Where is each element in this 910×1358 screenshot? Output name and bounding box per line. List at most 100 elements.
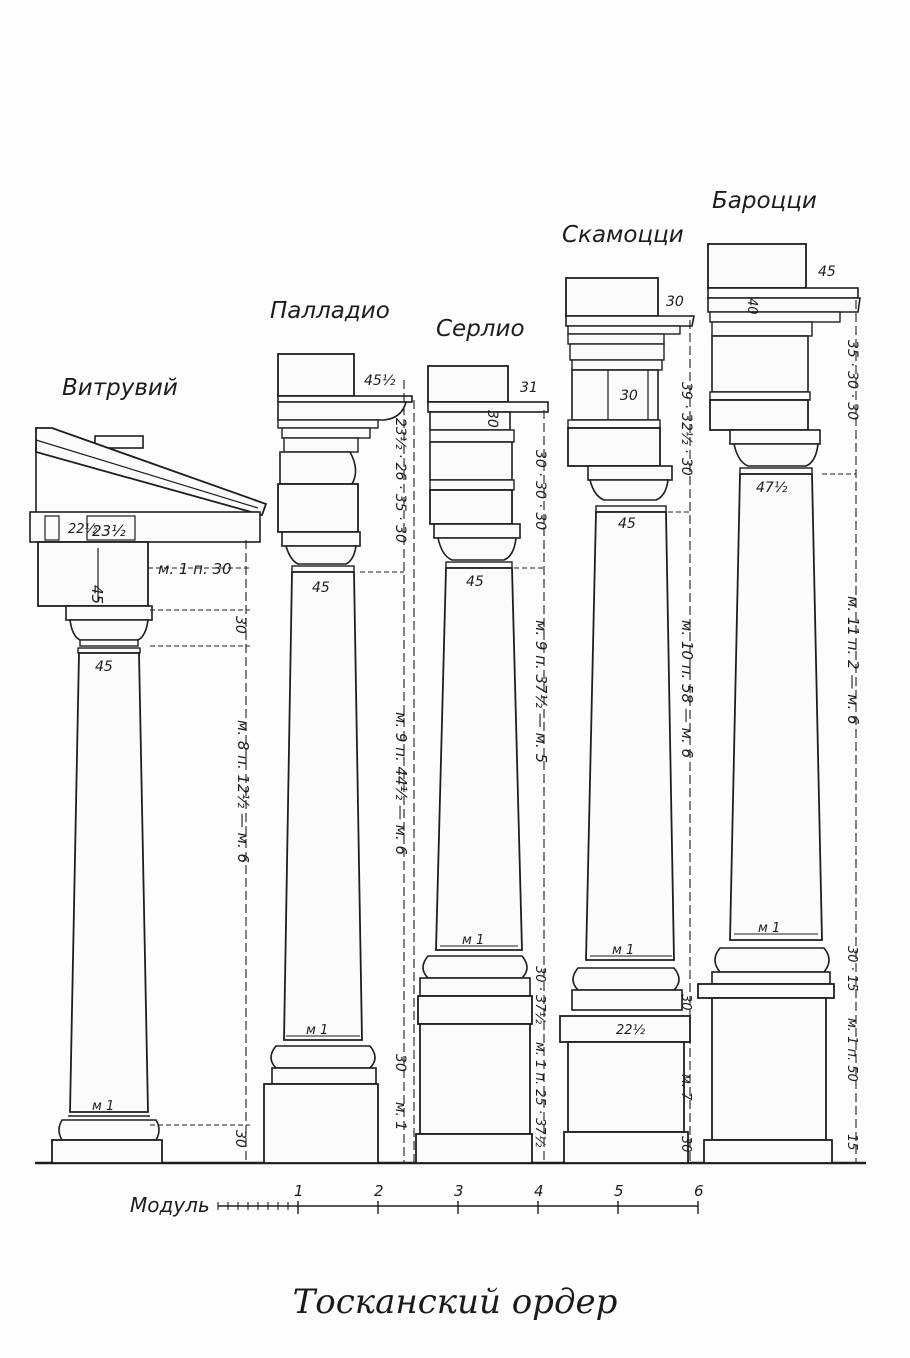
vitruvius-abacus — [65, 605, 153, 621]
vitruvius-dim-entablature-module: м. 1 п. 30 — [158, 560, 232, 578]
serlio-pedestal — [419, 1023, 531, 1135]
barozzi-cornice-block — [707, 243, 807, 289]
serlio-cornice-block — [427, 365, 509, 403]
scamozzi-dim-base: 30 — [678, 994, 693, 1011]
scamozzi-dim-height: м. 10 п. 58 — м. 6 — [678, 620, 696, 758]
vitruvius-mutules — [29, 511, 261, 543]
scamozzi-frieze — [571, 369, 659, 421]
scale-label: Модуль — [130, 1193, 210, 1217]
palladio-dim-base: 30 — [392, 1054, 408, 1072]
vitruvius-dim-entablature: 45 — [88, 585, 106, 604]
serlio-dim-height: м. 9 п. 37½ — м. 5 — [532, 620, 550, 763]
palladio-dim-entablature: 23½ · 26 · 35 · 30 — [392, 418, 408, 543]
serlio-dim-pedestal: м. 1 п. 25 · 37½ — [532, 1042, 547, 1148]
barozzi-frieze — [711, 335, 809, 393]
serlio-dim-entablature: 30 · 30 · 30 — [532, 450, 548, 530]
author-label-scamozzi: Скамоцци — [562, 222, 684, 248]
scamozzi-dim-entablature: 39 · 32½ · 30 — [678, 382, 694, 476]
scamozzi-dim-pedestal-base: 30 — [678, 1136, 693, 1153]
scale-number: 5 — [614, 1182, 624, 1200]
scale-number: 6 — [694, 1182, 704, 1200]
barozzi-dim-pedestal: м. 1 п. 50 — [844, 1018, 859, 1082]
barozzi-dim-shaft-bottom: м 1 — [758, 921, 780, 936]
serlio-architrave — [429, 489, 513, 525]
barozzi-pedestal — [711, 997, 827, 1141]
scale-number: 1 — [294, 1182, 304, 1200]
scamozzi-cornice — [565, 315, 695, 327]
vitruvius-shaft — [69, 652, 149, 1113]
palladio-dim-pedestal: м. 1 — [392, 1102, 408, 1130]
palladio-dim-height: м. 9 п. 44½ — м. 6 — [392, 712, 410, 855]
column-barozzi: Бароцци 45 40 35 · 30 · 30 47½ м. 11 п. … — [697, 188, 862, 1164]
serlio-torus — [422, 955, 528, 979]
palladio-shaft — [283, 571, 363, 1041]
vitruvius-dim-abacus-b: 23½ — [92, 522, 126, 540]
module-scale: Модуль 1 2 3 4 5 6 — [130, 1182, 704, 1217]
serlio-dim-shaft-bottom: м 1 — [462, 933, 484, 948]
palladio-frieze — [279, 451, 357, 485]
vitruvius-plinth — [51, 1139, 163, 1164]
barozzi-dim-cornice-b: 40 — [744, 298, 759, 315]
scamozzi-shaft — [585, 511, 675, 961]
palladio-torus — [270, 1045, 376, 1069]
barozzi-abacus — [729, 429, 821, 445]
serlio-shaft — [435, 567, 523, 951]
column-scamozzi: Скамоцци 30 30 39 · 32½ · 30 45 м. 10 п.… — [559, 222, 696, 1164]
palladio-dim-cornice: 45½ — [364, 373, 396, 389]
scale-number: 3 — [454, 1182, 464, 1200]
scamozzi-dim-base-plinth: 22½ — [616, 1023, 646, 1038]
barozzi-dim-height: м. 11 п. 2 — м. 6 — [844, 596, 862, 725]
barozzi-dim-entablature: 35 · 30 · 30 — [844, 340, 860, 420]
scamozzi-abacus — [587, 465, 673, 481]
barozzi-architrave — [709, 399, 809, 431]
palladio-architrave — [277, 483, 359, 533]
column-serlio: Серлио 31 30 30 · 30 · 30 45 м. 9 п. 37½… — [415, 316, 550, 1164]
pediment-raking-cornice — [35, 427, 268, 517]
vitruvius-dim-shaft-bottom: м 1 — [92, 1099, 114, 1114]
caption: Тосканский ордер — [292, 1282, 618, 1322]
scamozzi-pedestal — [567, 1041, 685, 1133]
barozzi-torus — [714, 947, 830, 973]
author-label-serlio: Серлио — [436, 316, 525, 342]
scamozzi-dim-shaft-bottom: м 1 — [612, 943, 634, 958]
vitruvius-dim-shaft-top: 45 — [95, 659, 113, 675]
scamozzi-dim-shaft-top: 45 — [618, 516, 636, 532]
scamozzi-dim-pedestal: м. 7 — [678, 1074, 693, 1101]
pediment-apex-block — [94, 435, 144, 449]
scamozzi-dim-cornice: 30 — [666, 294, 684, 310]
scale-number: 2 — [374, 1182, 384, 1200]
vitruvius-torus — [58, 1119, 160, 1141]
author-label-barozzi: Бароцци — [712, 188, 817, 214]
author-label-palladio: Палладио — [270, 298, 390, 324]
column-vitruvius: Витрувий 22½ 23½ 45 м. 1 п. 30 30 45 — [29, 375, 268, 1164]
vitruvius-echinus — [69, 619, 149, 641]
barozzi-dim-base: 30 · 15 — [844, 946, 859, 991]
scale-major-ticks: 1 2 3 4 5 6 — [294, 1182, 704, 1214]
vitruvius-dim-height: м. 8 п. 12½ — м. 6 — [234, 720, 252, 863]
palladio-dim-shaft-top: 45 — [312, 580, 330, 596]
column-palladio: Палладио 45½ 23½ · 26 · 35 · 30 45 м. 9 … — [263, 298, 415, 1164]
vitruvius-dim-base: 30 — [232, 1130, 248, 1148]
serlio-dim-shaft-top: 45 — [466, 574, 484, 590]
barozzi-cornice — [707, 297, 861, 313]
serlio-dim-cornice: 31 — [520, 380, 538, 396]
barozzi-dim-pedestal-base: 15 — [844, 1134, 859, 1151]
vitruvius-dim-capital: 30 — [232, 616, 248, 634]
barozzi-shaft — [729, 473, 823, 941]
author-label-vitruvius: Витрувий — [62, 375, 178, 401]
scamozzi-torus — [572, 967, 680, 991]
scale-number: 4 — [534, 1182, 544, 1200]
palladio-pedestal — [263, 1083, 379, 1164]
palladio-dim-shaft-bottom: м 1 — [306, 1023, 328, 1038]
serlio-dim-frieze: 30 — [484, 410, 500, 428]
serlio-abacus — [433, 523, 521, 539]
palladio-cornice — [277, 401, 408, 421]
barozzi-dim-shaft-top: 47½ — [756, 480, 788, 496]
palladio-cornice-block — [277, 353, 355, 397]
palladio-abacus — [281, 531, 361, 547]
scamozzi-dim-frieze: 30 — [620, 388, 638, 404]
barozzi-dim-cornice: 45 — [818, 264, 836, 280]
serlio-dim-base: 30 · 37½ — [532, 966, 547, 1024]
